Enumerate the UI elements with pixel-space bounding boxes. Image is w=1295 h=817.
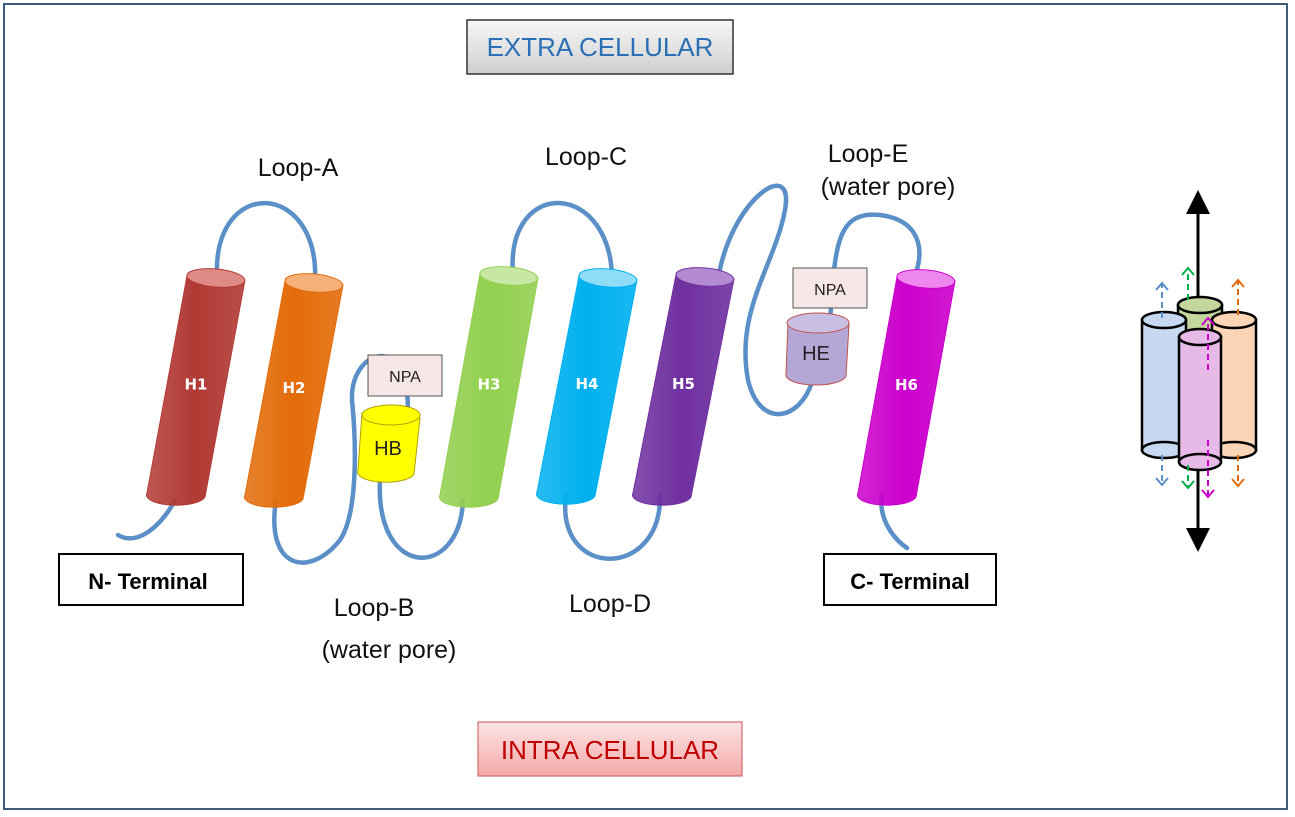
monomer-pink — [1177, 327, 1223, 472]
blue-up-arrow — [1155, 281, 1169, 318]
npa-box-b: NPA — [367, 354, 443, 397]
helix-h4: H4 — [535, 268, 638, 505]
loop-d — [562, 492, 663, 561]
npa-box-e: NPA — [792, 267, 868, 309]
loop-a-label: Loop-A — [258, 154, 339, 182]
loop-b-sublabel: (water pore) — [322, 636, 457, 664]
npa-label-b: NPA — [389, 369, 421, 386]
green-up-arrow — [1181, 266, 1195, 300]
loop-a — [214, 200, 318, 285]
helix-h6: H6 — [856, 269, 956, 506]
orange-down-arrow — [1231, 455, 1245, 488]
c-terminal-label: C- Terminal — [850, 569, 969, 594]
n-terminal-tail — [115, 497, 178, 541]
n-terminal-label: N- Terminal — [88, 569, 207, 594]
helix-label-h6: H6 — [895, 376, 918, 394]
extracellular-box: EXTRA CELLULAR — [466, 19, 734, 75]
half-helix-hb: HB — [356, 404, 421, 483]
loop-c-label: Loop-C — [545, 143, 627, 171]
loop-e-sublabel: (water pore) — [821, 173, 956, 201]
pink-up-arrow — [1201, 316, 1215, 370]
tetramer-illustration — [1140, 190, 1258, 552]
npa-label-e: NPA — [814, 282, 846, 299]
n-terminal-box: N- Terminal — [58, 553, 244, 606]
pink-down-arrow — [1201, 440, 1215, 499]
loop-c — [510, 200, 615, 288]
helix-h1: H1 — [145, 268, 246, 506]
loop-e-label: Loop-E — [828, 140, 909, 168]
helix-h5: H5 — [631, 267, 735, 506]
green-down-arrow — [1181, 465, 1195, 490]
he-label: HE — [802, 343, 830, 365]
helix-label-h5: H5 — [672, 375, 695, 393]
hb-label: HB — [374, 438, 402, 460]
helix-h2: H2 — [243, 273, 344, 508]
helix-h3: H3 — [438, 266, 539, 508]
helix-label-h4: H4 — [576, 375, 599, 393]
extracellular-label: EXTRA CELLULAR — [487, 32, 714, 62]
loop-d-label: Loop-D — [569, 590, 651, 618]
orange-up-arrow — [1231, 278, 1245, 315]
intracellular-label: INTRA CELLULAR — [501, 735, 719, 765]
blue-down-arrow — [1155, 455, 1169, 487]
c-terminal-box: C- Terminal — [823, 553, 997, 606]
intracellular-box: INTRA CELLULAR — [477, 721, 743, 777]
helix-label-h1: H1 — [185, 376, 208, 394]
helix-label-h3: H3 — [478, 376, 501, 394]
helix-label-h2: H2 — [283, 379, 306, 397]
half-helix-he: HE — [785, 312, 850, 386]
loop-b-label: Loop-B — [334, 594, 415, 622]
